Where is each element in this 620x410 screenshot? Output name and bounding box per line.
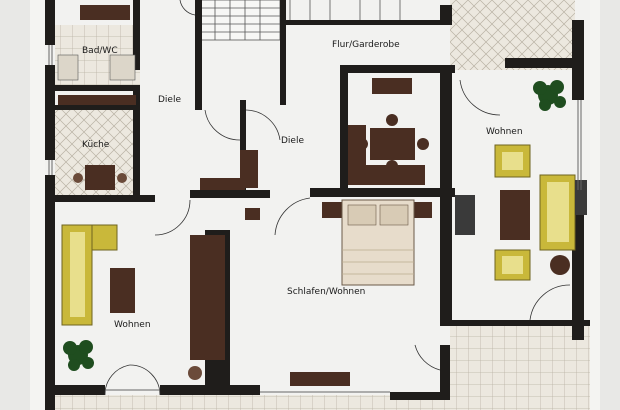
terrace-tiles — [55, 395, 450, 410]
kitchen-furniture — [58, 95, 136, 190]
plant-right — [533, 80, 566, 111]
bedroom-furniture — [188, 195, 475, 386]
staircase-upper — [289, 0, 401, 20]
windows — [48, 45, 582, 393]
paper-margin-left — [0, 0, 30, 410]
right-living-furniture — [494, 144, 587, 281]
staircase — [199, 0, 281, 41]
label-diele-center: Diele — [281, 136, 305, 146]
balcony-tiles — [450, 325, 590, 410]
hall-furniture — [200, 78, 412, 220]
bathroom-fixtures — [57, 5, 136, 81]
plant-left — [63, 340, 94, 371]
label-diele-left: Diele — [158, 95, 182, 105]
door-swings — [104, 0, 571, 396]
label-schlafen-wohnen: Schlafen/Wohnen — [287, 287, 366, 297]
label-wohnen-right: Wohnen — [486, 127, 523, 137]
label-kueche: Küche — [82, 140, 110, 150]
paper-margin-right — [600, 0, 620, 410]
label-flur-garderobe: Flur/Garderobe — [332, 40, 400, 50]
left-living-furniture — [61, 224, 135, 326]
cabinet — [360, 165, 425, 185]
label-bad-wc: Bad/WC — [82, 46, 118, 56]
label-wohnen-left: Wohnen — [114, 320, 151, 330]
